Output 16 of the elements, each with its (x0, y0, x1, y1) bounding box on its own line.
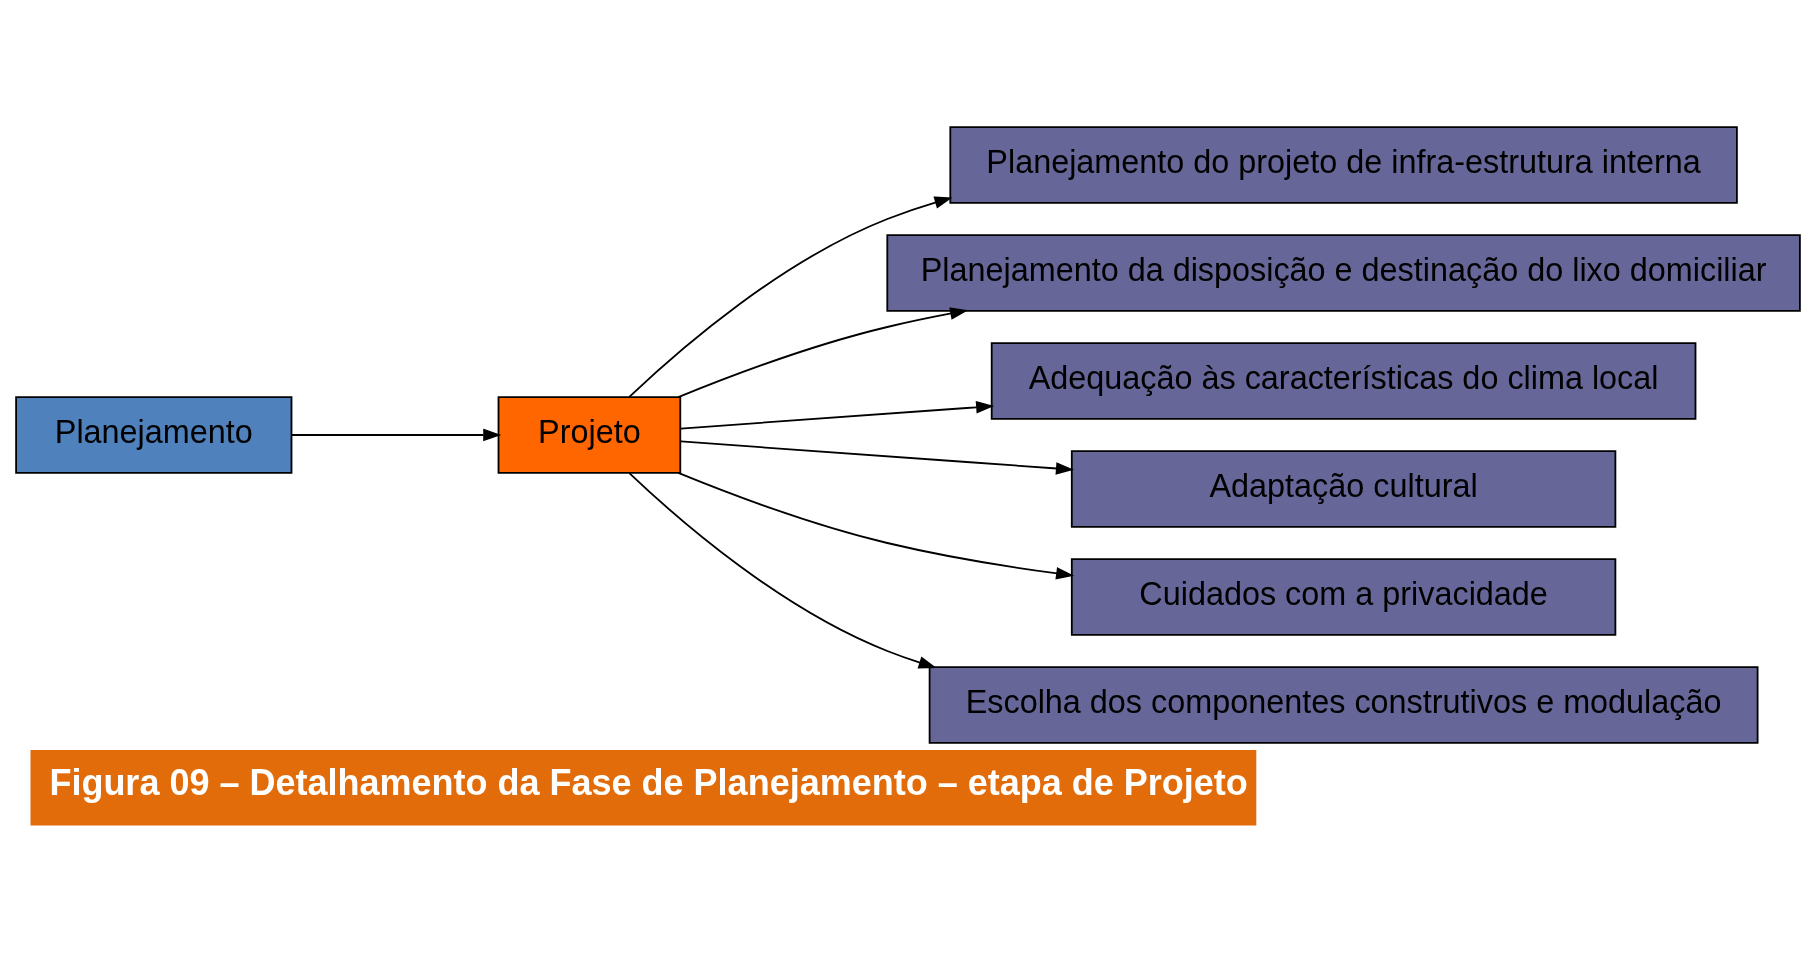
node-box: Cuidados com a privacidade (1070, 557, 1617, 636)
arrow (680, 400, 995, 429)
node-box: Planejamento da disposição e destinação do lixo domiciliar (886, 233, 1801, 312)
node-box: Escolha dos componentes construtivos e modulação (928, 665, 1759, 744)
node-box: Planejamento (15, 395, 293, 474)
arrow (628, 471, 937, 669)
arrow (677, 306, 969, 398)
node-box: Projeto (497, 395, 682, 474)
arrow (677, 471, 1075, 580)
node-box: Adequação às características do clima local (990, 341, 1697, 420)
arrow (680, 440, 1074, 475)
arrow (628, 195, 953, 398)
arrow (290, 428, 502, 441)
node-box: Planejamento do projeto de infra-estrutura interna (949, 125, 1738, 204)
caption: Figura 09 – Detalhamento da Fase de Planejamento – etapa de Projeto (49, 761, 1248, 803)
node-box: Adaptação cultural (1070, 449, 1617, 528)
